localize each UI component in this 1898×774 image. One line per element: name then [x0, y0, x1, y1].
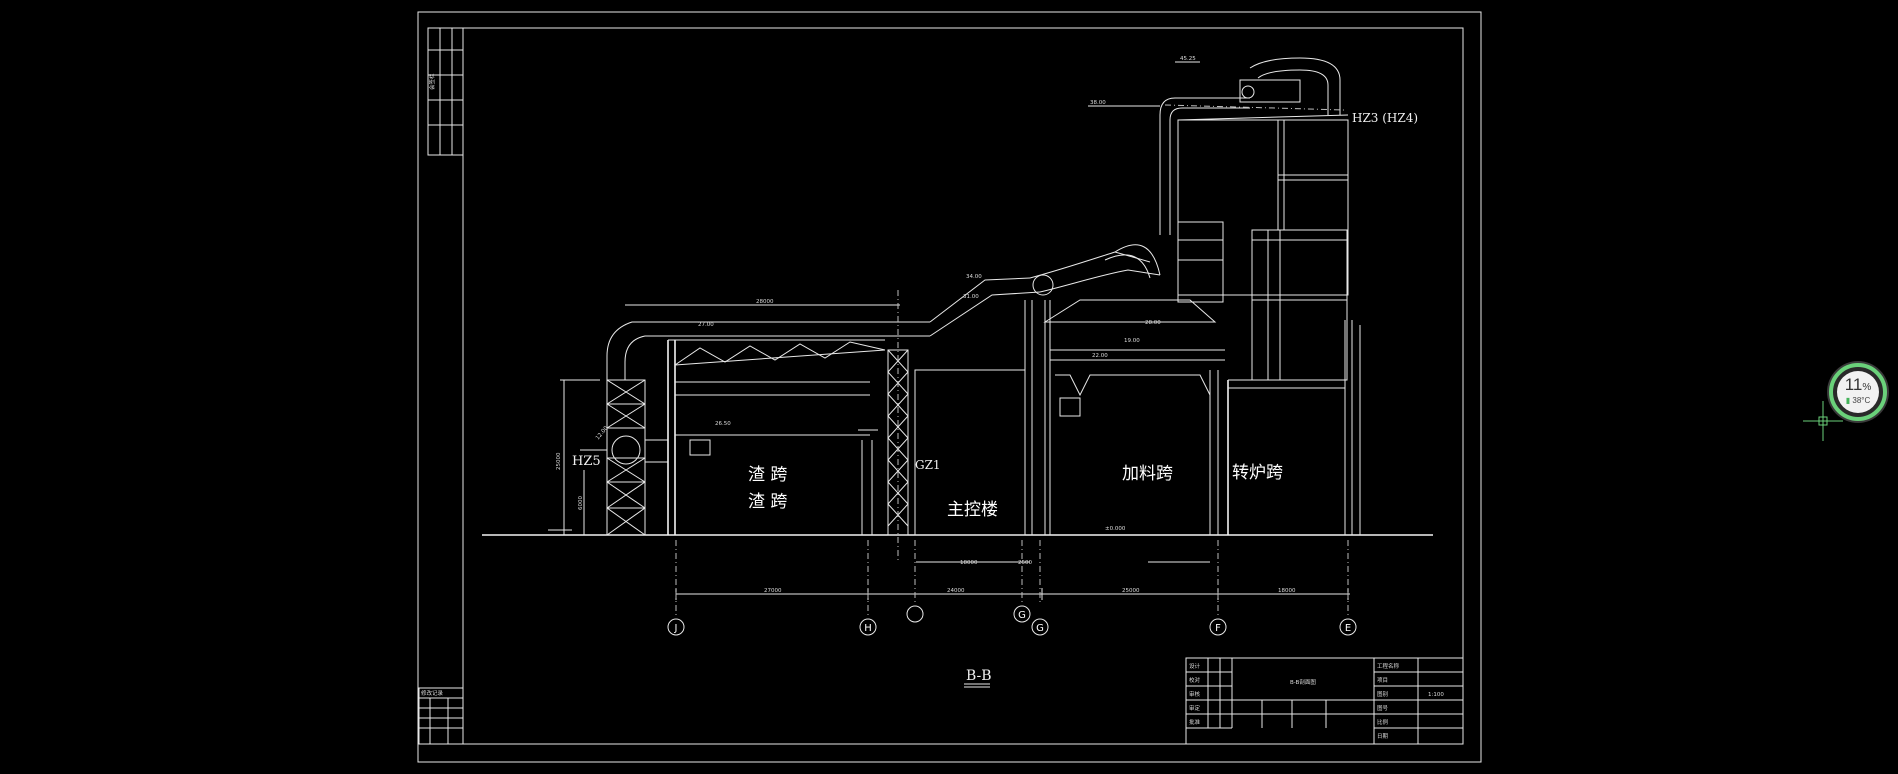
grid-axis-unlabeled: [906, 605, 924, 623]
meter-percent: 11%: [1844, 375, 1872, 394]
title-row: 比例: [1377, 718, 1389, 726]
grid-axis-f: F: [1209, 618, 1227, 636]
elevation-label: 31.00: [963, 294, 979, 300]
left-gas-duct: [606, 277, 1041, 380]
gz1-lattice-column: [887, 290, 909, 560]
performance-meter-widget[interactable]: 11% ▮ 38°C: [1829, 363, 1887, 421]
svg-text:E: E: [1345, 623, 1351, 634]
zone-slag-span-2: 渣 跨: [748, 492, 787, 512]
drawing-scale: 1:100: [1428, 692, 1444, 698]
dim-left-height: 25000: [556, 452, 562, 470]
elevation-label: 45.25: [1180, 56, 1196, 62]
title-row: 图号: [1377, 704, 1389, 712]
svg-text:J: J: [674, 623, 678, 634]
grid-axis-e: E: [1339, 618, 1357, 636]
title-row: 审核: [1189, 690, 1201, 698]
dim-bay-1: 27000: [764, 588, 782, 594]
dimension-chain: [675, 540, 1350, 615]
title-row: 图别: [1377, 690, 1388, 698]
cad-crosshair-cursor: [1803, 401, 1843, 441]
gz1-tag: GZ1: [915, 458, 941, 472]
svg-text:H: H: [864, 623, 872, 634]
dim-left-lower: 6000: [578, 496, 584, 510]
side-stamp-block: 会签栏: [427, 27, 464, 156]
elevation-label: 34.00: [966, 274, 982, 280]
elevation-label: 22.00: [1092, 353, 1108, 359]
title-row: 批准: [1189, 718, 1201, 726]
converter-span-structure: [1177, 221, 1361, 535]
dim-bay-4: 18000: [1278, 588, 1296, 594]
grid-axis-j: J: [667, 618, 685, 636]
drawing-name: B-B剖面图: [1290, 678, 1316, 686]
zone-converter-span: 转炉跨: [1232, 463, 1283, 483]
dim-top-span: 28000: [756, 299, 774, 305]
elevation-label: 28.00: [1145, 320, 1161, 326]
dim-sub-2: 2500: [1018, 560, 1032, 566]
hz5-tower: [580, 379, 668, 536]
title-row: 设计: [1189, 662, 1201, 670]
upper-gas-duct: [1029, 57, 1346, 296]
title-row: 审定: [1189, 704, 1201, 712]
title-row: 日期: [1377, 733, 1389, 740]
grid-axis-h: H: [859, 618, 877, 636]
hz3-tag: HZ3 (HZ4): [1352, 111, 1418, 125]
revision-block: 修改记录: [418, 687, 464, 745]
zone-main-control: 主控楼: [947, 500, 998, 520]
svg-text:F: F: [1215, 623, 1221, 634]
hz3-tower: [1177, 114, 1349, 296]
elevation-label: 26.50: [715, 421, 731, 427]
title-row: 校对: [1189, 676, 1201, 684]
hz5-tag: HZ5: [572, 454, 601, 469]
zone-charging-span: 加料跨: [1122, 464, 1173, 484]
dim-sub-1: 18000: [960, 560, 978, 566]
section-title: B-B: [966, 668, 992, 684]
elevation-label: 27.00: [698, 322, 714, 328]
elevation-label: 38.00: [1090, 100, 1106, 106]
meter-temperature: ▮ 38°C: [1845, 396, 1871, 405]
side-stamp-text: 会签栏: [428, 73, 436, 90]
charging-span-structure: 22.00 19.00 28.00: [1043, 299, 1225, 535]
revision-label: 修改记录: [421, 689, 444, 697]
grid-axis-g-1: G: [1013, 605, 1031, 623]
outer-sheet-border: [417, 11, 1482, 763]
title-row: 项目: [1377, 677, 1388, 684]
slag-span-structure: 26.50: [667, 339, 886, 535]
dim-bay-2: 24000: [947, 588, 965, 594]
thermometer-icon: ▮: [1845, 396, 1851, 405]
meter-face: 11% ▮ 38°C: [1837, 371, 1879, 413]
elevation-label: 19.00: [1124, 338, 1140, 344]
inner-sheet-border: [462, 27, 1464, 745]
title-block: 设计 校对 审核 审定 批准 B-B剖面图 工程名称 项目 图别 图号 比例 日…: [1185, 657, 1464, 745]
main-control-building: [914, 300, 1033, 536]
svg-text:G: G: [1018, 610, 1026, 621]
ground-elevation: ±0.000: [1105, 526, 1126, 532]
svg-text:G: G: [1036, 623, 1044, 634]
zone-slag-span-1: 渣 跨: [748, 465, 787, 485]
dim-bay-3: 25000: [1122, 588, 1140, 594]
title-row: 工程名称: [1377, 662, 1400, 670]
grid-axis-g-2: G: [1031, 618, 1049, 636]
